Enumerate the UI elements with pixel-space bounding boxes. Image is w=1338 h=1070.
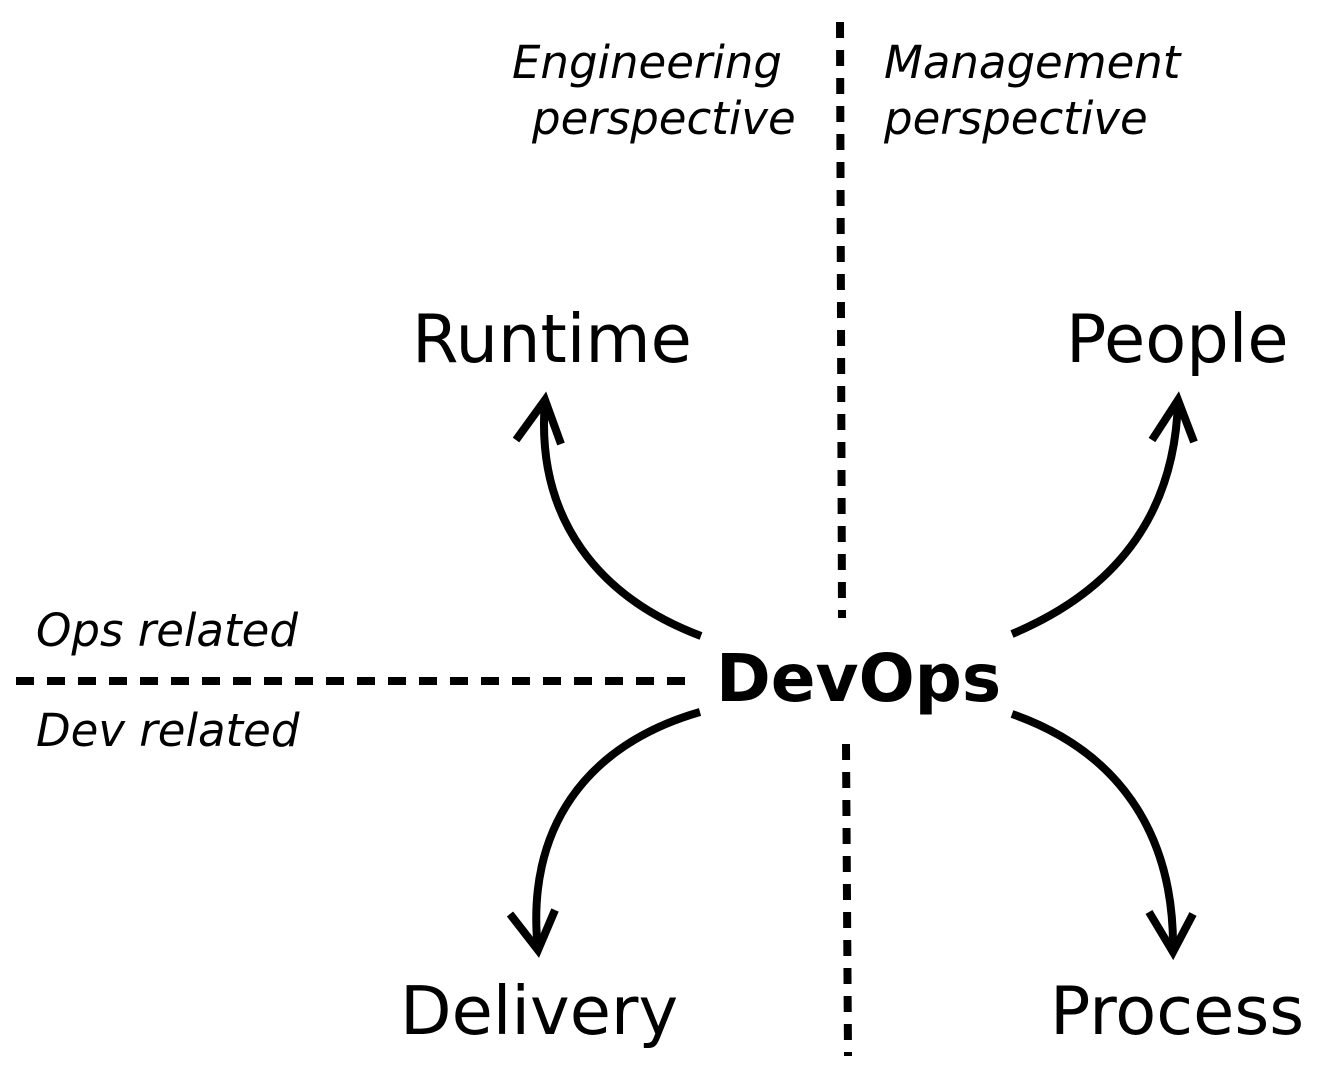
arrowhead-delivery [506, 908, 559, 958]
arrowhead-people [1148, 391, 1198, 444]
arrow-to-people [1010, 399, 1182, 638]
ops-related-label: Ops related [36, 604, 298, 657]
arrow-to-runtime [540, 399, 703, 640]
arrow-to-delivery [532, 708, 702, 951]
node-delivery: Delivery [400, 972, 679, 1050]
arrowhead-runtime [512, 391, 565, 446]
center-devops: DevOps [716, 640, 1002, 717]
node-process: Process [1050, 972, 1305, 1050]
vertical-divider-bottom [842, 743, 852, 1057]
arrowhead-process [1145, 909, 1197, 961]
engineering-perspective-label-line2: perspective [532, 92, 796, 145]
management-perspective-label-line1: Management [884, 36, 1181, 89]
arrow-to-process [1010, 710, 1178, 953]
vertical-divider-top [836, 21, 846, 619]
engineering-perspective-label-line1: Engineering [512, 36, 782, 89]
management-perspective-label-line2: perspective [884, 92, 1148, 145]
dev-related-label: Dev related [36, 704, 300, 757]
node-people: People [1066, 300, 1289, 378]
node-runtime: Runtime [412, 300, 692, 378]
